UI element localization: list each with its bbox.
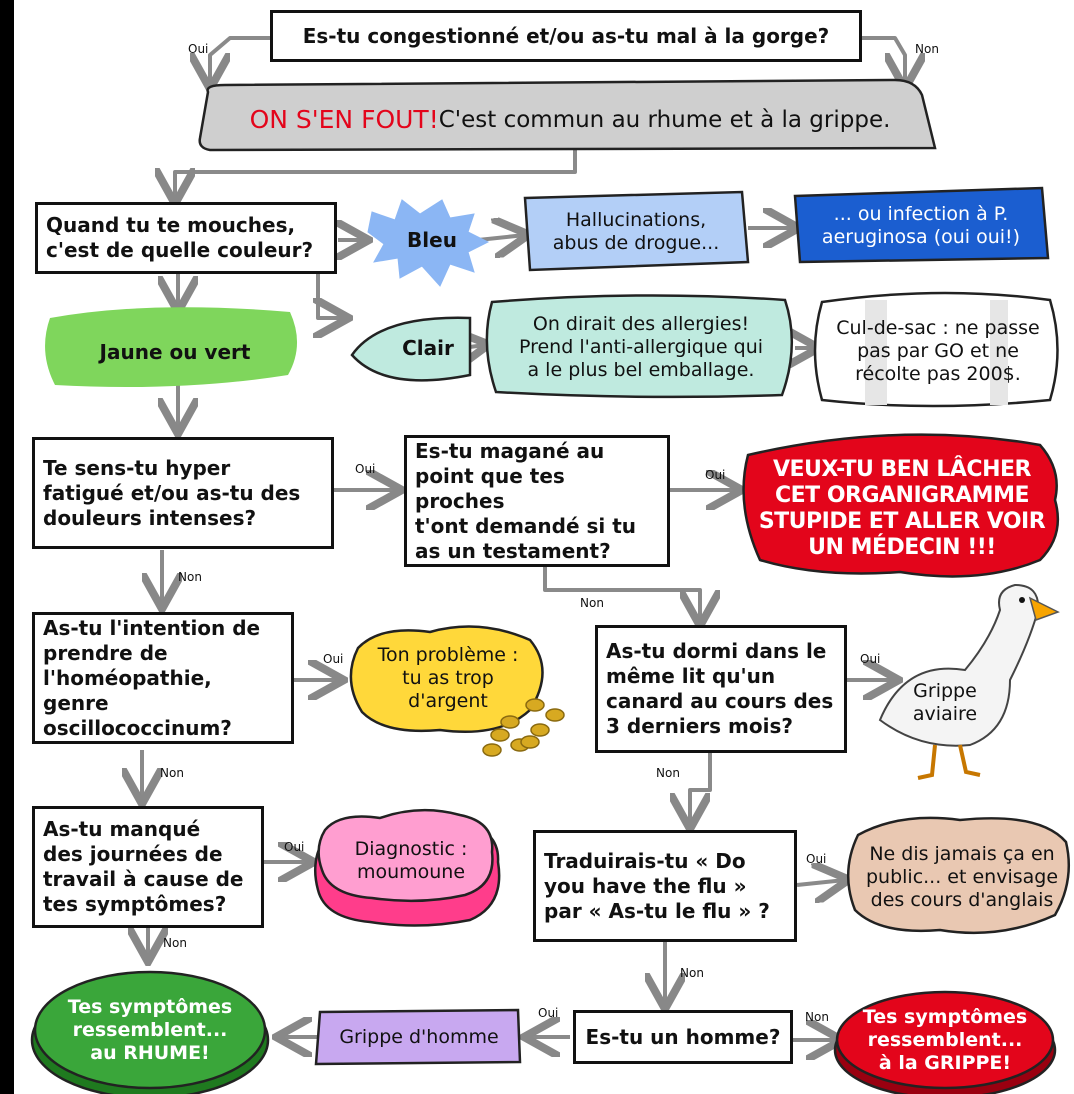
label-non-q9: Non	[805, 1010, 829, 1024]
label-non-q3: Non	[178, 570, 202, 584]
label-oui-q7: Oui	[284, 840, 305, 854]
homme-flag-shape	[314, 1008, 522, 1066]
infection-shape	[793, 186, 1050, 264]
edge-q4-q6	[543, 565, 700, 622]
allergies-shape	[485, 294, 793, 399]
question-color: Quand tu te mouches, c'est de quelle cou…	[35, 202, 337, 274]
label-non-q5: Non	[160, 766, 184, 780]
label-non-q8: Non	[680, 966, 704, 980]
result-rhume: Tes symptômes ressemblent... au RHUME!	[67, 995, 233, 1064]
doctor-cloud-shape	[742, 433, 1060, 578]
jaune-vert-label: Jaune ou vert	[99, 340, 251, 364]
culdesac-note: Cul-de-sac : ne passe pas par GO et ne r…	[836, 316, 1040, 385]
label-non-q6: Non	[656, 766, 680, 780]
goose-illustration	[878, 583, 1060, 780]
hallu-shape	[523, 190, 750, 272]
anglais-cloud-shape	[846, 816, 1071, 935]
moumoune-note: Diagnostic : moumoune	[354, 838, 468, 883]
label-non-q1: Non	[915, 42, 939, 56]
allergies-note: On dirait des allergies! Prend l'anti-al…	[518, 312, 764, 381]
question-congestion: Es-tu congestionné et/ou as-tu mal à la …	[270, 10, 862, 62]
edge-q1-oui	[210, 36, 272, 85]
edge-q2-clair	[318, 272, 345, 318]
whatever-banner-shape	[198, 78, 937, 152]
question-traduction: Traduirais-tu « Do you have the flu » pa…	[533, 830, 797, 942]
anglais-note: Ne dis jamais ça en public... et envisag…	[865, 842, 1059, 911]
jaune-blob-shape	[45, 307, 298, 388]
infection-note: ... ou infection à P. aeruginosa (oui ou…	[821, 203, 1021, 248]
label-non-q4: Non	[580, 596, 604, 610]
edge-q1-non	[860, 36, 905, 85]
coins-pile	[482, 698, 565, 757]
edge-whatever-q2	[175, 150, 577, 200]
bleu-star-shape	[367, 199, 490, 287]
label-non-q7: Non	[163, 936, 187, 950]
question-homme: Es-tu un homme?	[573, 1010, 793, 1064]
question-canard: As-tu dormi dans le même lit qu'un canar…	[595, 625, 847, 753]
question-homeopathie: As-tu l'intention de prendre de l'homéop…	[32, 612, 294, 744]
whatever-banner: ON S'EN FOUT! C'est commun au rhume et à…	[215, 92, 925, 147]
moumoune-cloud-top	[317, 808, 494, 903]
label-oui-q1: Oui	[188, 42, 209, 56]
label-oui-q9: Oui	[538, 1006, 559, 1020]
question-journees: As-tu manqué des journées de travail à c…	[32, 806, 264, 928]
label-oui-q3: Oui	[355, 462, 376, 476]
label-oui-q6: Oui	[860, 652, 881, 666]
question-testament: Es-tu magané au point que tes proches t'…	[404, 435, 670, 567]
whatever-rest-text: C'est commun au rhume et à la grippe.	[438, 106, 891, 133]
grippe-homme-text: Grippe d'homme	[339, 1025, 499, 1048]
result-grippe: Tes symptômes ressemblent... à la GRIPPE…	[862, 1005, 1028, 1074]
doctor-warning: VEUX-TU BEN LÂCHER CET ORGANIGRAMME STUP…	[758, 457, 1046, 560]
edge-q6-q8	[690, 750, 712, 825]
hallucinations-note: Hallucinations, abus de drogue...	[552, 209, 720, 254]
rhume-ellipse-shape	[33, 970, 267, 1090]
bleu-label: Bleu	[407, 228, 457, 252]
left-border	[0, 0, 14, 1094]
edge-bleu-hallu	[477, 235, 525, 240]
clair-label: Clair	[402, 336, 454, 360]
label-oui-q4: Oui	[705, 468, 726, 482]
question-fatigue: Te sens-tu hyper fatigué et/ou as-tu des…	[32, 437, 334, 549]
edge-q8-anglais	[796, 880, 845, 885]
whatever-loud-text: ON S'EN FOUT!	[249, 105, 439, 134]
grippe-homme-label: Grippe d'homme	[320, 1012, 518, 1062]
grippe-ellipse-shape	[835, 990, 1055, 1090]
argent-note: Ton problème : tu as trop d'argent	[377, 643, 519, 712]
aviaire-label: Grippe aviaire	[912, 680, 978, 725]
label-oui-q8: Oui	[806, 852, 827, 866]
label-oui-q5: Oui	[323, 652, 344, 666]
clair-leaf-shape	[350, 316, 472, 382]
